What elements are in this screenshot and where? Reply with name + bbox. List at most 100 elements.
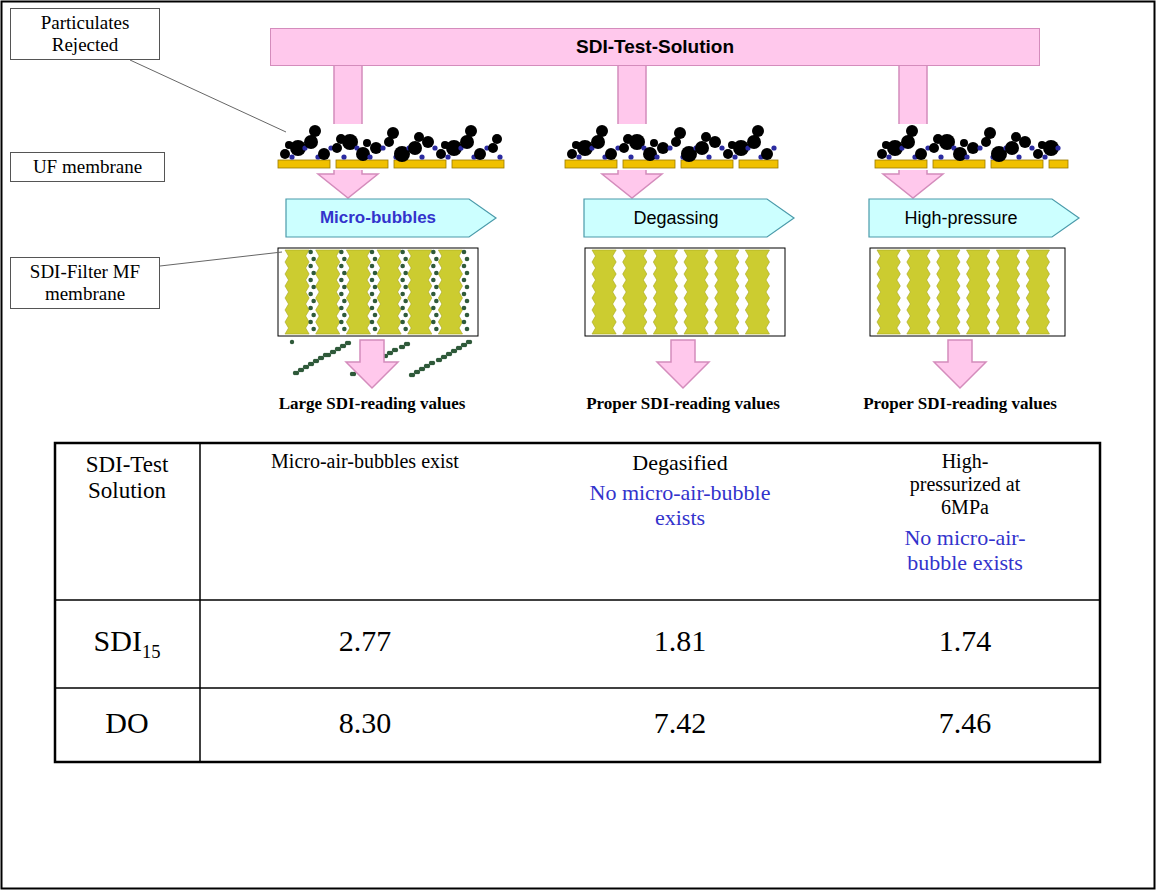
table-cell: 7.42: [580, 706, 780, 741]
micro-bubble: [311, 285, 316, 290]
micro-bubble: [308, 292, 313, 297]
micro-bubble: [339, 306, 344, 311]
table-cell: 1.81: [580, 624, 780, 659]
particulate: [1019, 136, 1031, 148]
micro-bubble: [400, 320, 405, 325]
particulate: [619, 143, 629, 153]
node-text: SDI-Test-Solution: [576, 36, 734, 58]
particulate: [747, 135, 761, 149]
small-particle: [977, 145, 982, 150]
micro-bubble: [465, 257, 470, 262]
label-text: SDI: [94, 624, 142, 657]
micro-bubble: [399, 345, 403, 349]
micro-bubble: [465, 327, 470, 332]
micro-bubble: [431, 292, 436, 297]
filter-fibre: [285, 250, 309, 334]
filter-fibre: [408, 250, 432, 334]
micro-bubble: [342, 313, 347, 318]
micro-bubble: [403, 313, 408, 318]
small-particle: [654, 154, 659, 159]
micro-bubble: [465, 271, 470, 276]
micro-bubble: [342, 327, 347, 332]
micro-bubble: [293, 371, 297, 375]
particulate: [309, 125, 321, 137]
micro-bubble: [461, 343, 465, 347]
small-particle: [964, 154, 969, 159]
micro-bubble: [434, 299, 439, 304]
table-cell: No micro-air-bubble exists: [580, 480, 780, 531]
small-particle: [380, 145, 385, 150]
micro-bubble: [373, 271, 378, 276]
micro-bubble: [318, 356, 322, 360]
micro-bubble: [462, 264, 467, 269]
particulate: [901, 135, 915, 149]
flow-arrow: [934, 340, 986, 388]
small-particle: [367, 154, 372, 159]
small-particle: [1042, 154, 1047, 159]
micro-bubble: [342, 285, 347, 290]
arrow-shape: [869, 199, 1079, 237]
small-particle: [1055, 145, 1060, 150]
micro-bubble: [340, 344, 344, 348]
leader-line: [160, 252, 282, 266]
micro-bubble: [431, 264, 436, 269]
micro-bubble: [400, 264, 405, 269]
small-particle: [886, 154, 891, 159]
particulate: [387, 127, 399, 139]
filter-body: [870, 248, 1065, 336]
micro-bubble: [323, 353, 327, 357]
micro-bubble: [339, 320, 344, 325]
micro-bubble: [403, 285, 408, 290]
membrane-bar: [452, 160, 504, 168]
micro-bubble: [339, 292, 344, 297]
label-text: 7.42: [654, 706, 707, 739]
micro-bubble: [462, 292, 467, 297]
membrane-bar: [565, 160, 617, 168]
micro-bubble: [342, 257, 347, 262]
filter-fibre: [684, 250, 708, 334]
filter-fibre: [907, 250, 930, 334]
table-rule: [55, 599, 1100, 601]
micro-bubble: [431, 306, 436, 311]
callout-box: SDI-Filter MF membrane: [10, 257, 160, 309]
flow-arrow: [657, 340, 709, 388]
small-particle: [341, 154, 346, 159]
label-text: No micro-air-bubble exists: [590, 480, 771, 530]
small-particle: [1016, 154, 1021, 159]
micro-bubble: [373, 313, 378, 318]
particulate: [332, 143, 342, 153]
particulate: [1005, 141, 1019, 155]
membrane-bar: [933, 160, 985, 168]
label-text: Proper SDI-reading values: [863, 394, 1057, 413]
particulate: [280, 149, 290, 159]
table-border: [55, 443, 1100, 762]
micro-bubble: [308, 278, 313, 283]
particulate: [761, 148, 773, 160]
small-particle: [667, 145, 672, 150]
table-cell: 2.77: [265, 624, 465, 659]
table-cell: High-pressurized at 6MPa: [900, 450, 1030, 519]
filter-fibre: [877, 250, 900, 334]
micro-bubble: [345, 341, 349, 345]
micro-bubble: [403, 299, 408, 304]
micro-bubble: [409, 373, 413, 377]
membrane-bar: [336, 160, 388, 168]
micro-bubble: [308, 362, 312, 366]
micro-bubble: [330, 350, 334, 354]
particulate: [953, 147, 967, 161]
filter-fibre: [316, 250, 340, 334]
label-text: No micro-air-bubble exists: [904, 525, 1025, 575]
micro-bubble: [441, 355, 445, 359]
micro-bubble: [370, 250, 375, 255]
micro-bubble: [370, 264, 375, 269]
particulate: [408, 141, 422, 155]
micro-bubble: [424, 364, 428, 368]
micro-bubble: [298, 368, 302, 372]
particulate: [605, 148, 617, 160]
particulate: [304, 135, 318, 149]
filter-fibre: [377, 250, 401, 334]
micro-bubble: [403, 327, 408, 332]
node-text: SDI-Filter MF membrane: [17, 261, 153, 305]
